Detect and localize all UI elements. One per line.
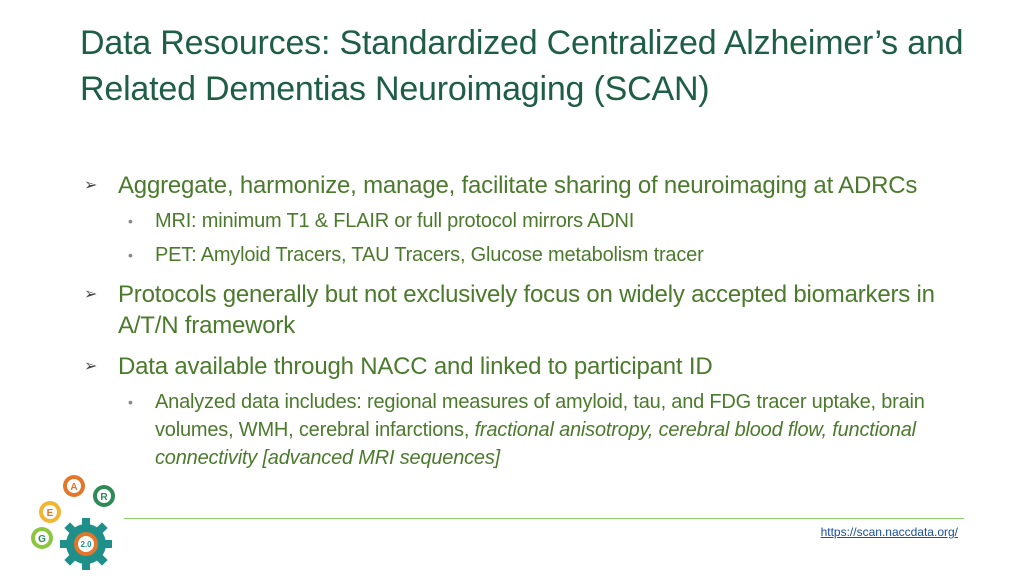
sub-item: • PET: Amyloid Tracers, TAU Tracers, Glu… [82,241,962,269]
sub-item-text: PET: Amyloid Tracers, TAU Tracers, Gluco… [155,244,704,266]
gear-logo: 2.0 G E A R [31,475,115,570]
sub-item-text: MRI: minimum T1 & FLAIR or full protocol… [155,210,635,232]
gear-a-icon: A [63,475,85,497]
footer-divider [124,518,964,519]
dot-bullet-icon: • [128,213,133,229]
dot-bullet-icon: • [128,394,133,410]
gear-r-icon: R [93,485,115,507]
bullet-2-text: Protocols generally but not exclusively … [118,281,935,339]
logo-letter-r: R [100,492,108,503]
bullet-1-sublist: • MRI: minimum T1 & FLAIR or full protoc… [82,207,962,269]
logo-letter-e: E [47,508,54,519]
dot-bullet-icon: • [128,247,133,263]
slide-content: ➢ Aggregate, harmonize, manage, facilita… [82,170,962,478]
large-gear-icon: 2.0 [60,518,112,570]
sub-item: • Analyzed data includes: regional measu… [82,388,962,472]
footer-url-link[interactable]: https://scan.naccdata.org/ [820,525,958,539]
bullet-3: ➢ Data available through NACC and linked… [82,351,962,382]
logo-version-text: 2.0 [80,540,92,549]
gear-e-icon: E [39,501,61,523]
bullet-1: ➢ Aggregate, harmonize, manage, facilita… [82,170,962,201]
sub-item-text-plain: Analyzed data includes: regional measure… [155,391,925,441]
gear-g-icon: G [31,527,53,549]
sub-item: • MRI: minimum T1 & FLAIR or full protoc… [82,207,962,235]
logo-letter-a: A [70,482,77,493]
arrow-bullet-icon: ➢ [84,358,98,375]
bullet-2: ➢ Protocols generally but not exclusivel… [82,279,962,341]
arrow-bullet-icon: ➢ [84,177,98,194]
slide-title: Data Resources: Standardized Centralized… [80,24,964,108]
bullet-3-sublist: • Analyzed data includes: regional measu… [82,388,962,472]
logo-letter-g: G [38,534,46,545]
sub-item-text-italic: fractional anisotropy, cerebral blood fl… [155,419,916,469]
bullet-3-text: Data available through NACC and linked t… [118,353,713,380]
arrow-bullet-icon: ➢ [84,286,98,303]
bullet-1-text: Aggregate, harmonize, manage, facilitate… [118,172,918,199]
